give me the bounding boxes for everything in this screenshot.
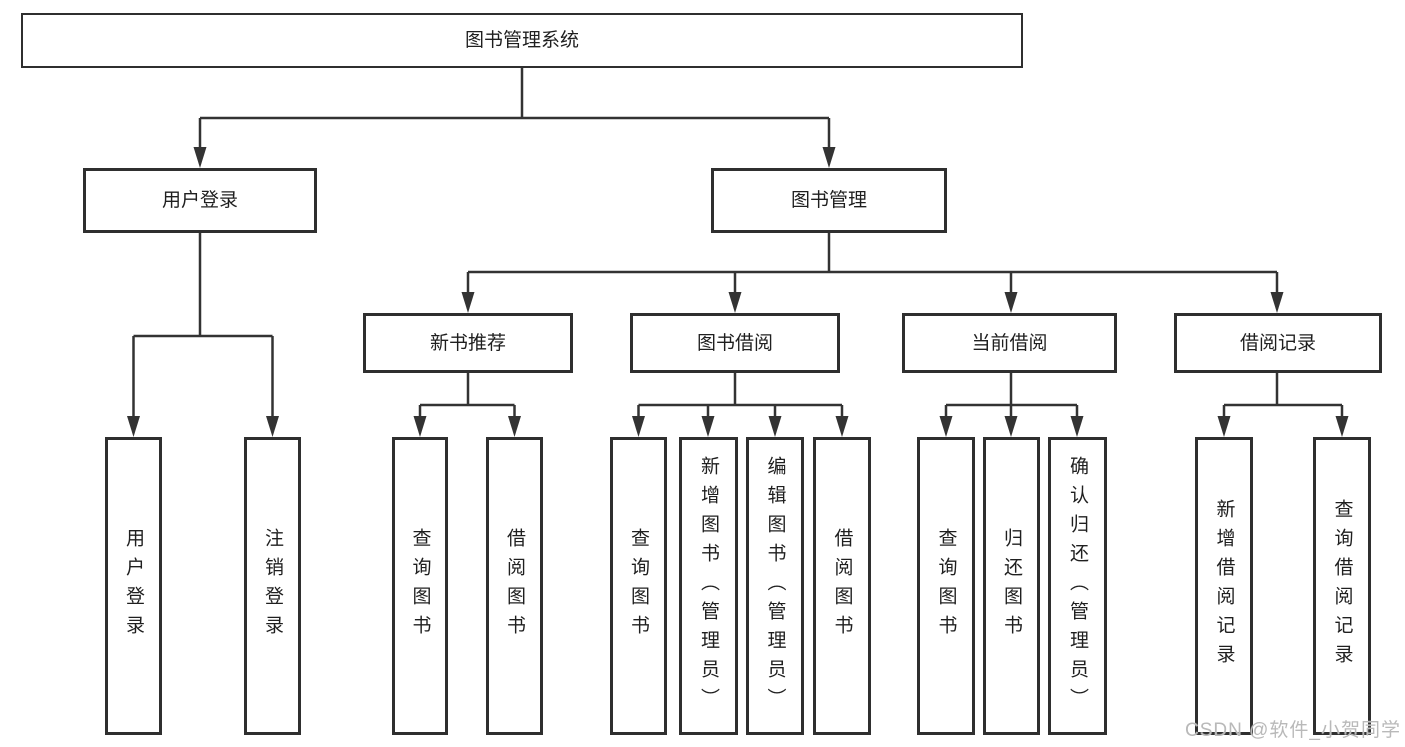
leaf-query-books-borrowing: 查询图书 — [610, 437, 667, 735]
leaf-edit-books-admin: 编辑图书（管理员） — [746, 437, 804, 735]
node-label: 借阅记录 — [1239, 332, 1316, 354]
node-label: 编辑图书（管理员） — [764, 455, 786, 717]
node-label: 图书管理系统 — [464, 30, 579, 51]
node-label: 确认归还（管理员） — [1067, 455, 1088, 717]
node-book-management: 图书管理 — [711, 168, 947, 233]
leaf-return-books: 归还图书 — [983, 437, 1040, 735]
csdn-watermark: CSDN @软件_小贺同学 — [1185, 720, 1401, 741]
leaf-add-borrow-record: 新增借阅记录 — [1195, 437, 1253, 735]
node-new-book-recommendation: 新书推荐 — [363, 313, 573, 373]
arrowheads — [127, 147, 1349, 437]
node-label: 借阅图书 — [504, 528, 525, 644]
node-label: 归还图书 — [1001, 528, 1022, 644]
node-label: 查询图书 — [409, 528, 431, 644]
node-label: 查询图书 — [628, 528, 649, 644]
node-label: 当前借阅 — [971, 332, 1048, 354]
node-label: 新增借阅记录 — [1213, 499, 1235, 673]
node-label: 新增图书（管理员） — [698, 455, 719, 717]
node-label: 用户登录 — [123, 528, 144, 644]
node-book-borrowing: 图书借阅 — [630, 313, 840, 373]
node-borrowing-records: 借阅记录 — [1174, 313, 1382, 373]
leaf-logout: 注销登录 — [244, 437, 301, 735]
node-label: 用户登录 — [161, 190, 238, 211]
node-current-borrowing: 当前借阅 — [902, 313, 1117, 373]
node-label: 注销登录 — [262, 528, 283, 644]
node-label: 查询借阅记录 — [1331, 499, 1353, 673]
node-label: 查询图书 — [935, 528, 957, 644]
node-library-management-system: 图书管理系统 — [21, 13, 1023, 68]
leaf-user-login: 用户登录 — [105, 437, 162, 735]
leaf-query-books-current: 查询图书 — [917, 437, 975, 735]
node-label: 新书推荐 — [429, 332, 506, 354]
node-label: 图书借阅 — [696, 332, 773, 354]
leaf-borrow-books-borrowing: 借阅图书 — [813, 437, 871, 735]
leaf-query-borrow-record: 查询借阅记录 — [1313, 437, 1371, 735]
node-label: 图书管理 — [790, 190, 867, 211]
leaf-borrow-books-recommend: 借阅图书 — [486, 437, 543, 735]
leaf-query-books-recommend: 查询图书 — [392, 437, 448, 735]
node-label: 借阅图书 — [831, 528, 853, 644]
leaf-add-books-admin: 新增图书（管理员） — [679, 437, 738, 735]
node-user-login: 用户登录 — [83, 168, 317, 233]
leaf-confirm-return-admin: 确认归还（管理员） — [1048, 437, 1107, 735]
